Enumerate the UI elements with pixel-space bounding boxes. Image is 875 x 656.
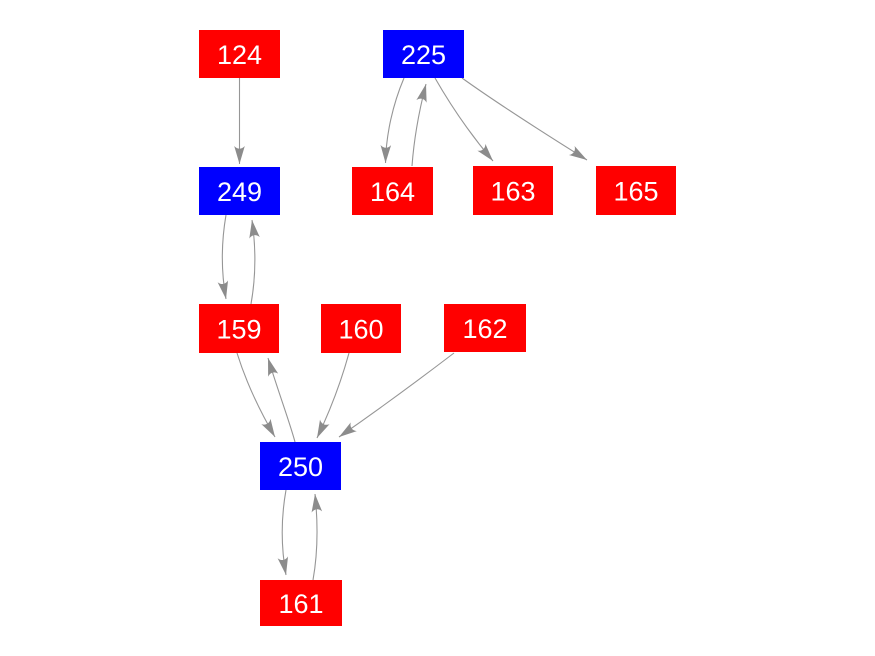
edge-225-to-163: [434, 77, 494, 162]
edge-161-to-250: [311, 493, 323, 581]
node-160[interactable]: 160: [321, 304, 401, 353]
edge-249-to-159: [217, 214, 229, 300]
node-162[interactable]: 162: [444, 304, 526, 352]
node-160-label: 160: [338, 315, 383, 345]
edge-160-to-250: [316, 352, 350, 439]
node-159[interactable]: 159: [199, 304, 279, 353]
node-160-box[interactable]: [321, 304, 401, 353]
node-163-box[interactable]: [473, 166, 553, 215]
node-164[interactable]: 164: [352, 167, 433, 215]
node-249-box[interactable]: [199, 167, 280, 215]
edge-164-to-225: [411, 83, 427, 167]
edge-250-to-159: [267, 357, 296, 443]
node-163-label: 163: [490, 177, 535, 207]
node-249-label: 249: [217, 177, 262, 207]
node-124-box[interactable]: [199, 30, 280, 78]
node-161-box[interactable]: [260, 580, 342, 626]
node-250-box[interactable]: [260, 442, 341, 490]
edge-159-to-250: [236, 352, 276, 438]
node-164-label: 164: [370, 177, 415, 207]
node-159-label: 159: [216, 315, 261, 345]
node-124[interactable]: 124: [199, 30, 280, 78]
edge-162-to-250: [338, 352, 455, 438]
node-161[interactable]: 161: [260, 580, 342, 626]
node-162-label: 162: [462, 314, 507, 344]
node-250-label: 250: [278, 452, 323, 482]
node-165-label: 165: [613, 177, 658, 207]
node-225[interactable]: 225: [383, 30, 464, 78]
node-162-box[interactable]: [444, 304, 526, 352]
node-165[interactable]: 165: [596, 166, 676, 215]
node-159-box[interactable]: [199, 304, 279, 353]
edges-layer: [217, 77, 588, 581]
node-225-label: 225: [401, 40, 446, 70]
node-249[interactable]: 249: [199, 167, 280, 215]
node-250[interactable]: 250: [260, 442, 341, 490]
edge-250-to-161: [277, 489, 289, 576]
edge-159-to-249: [249, 219, 260, 305]
node-124-label: 124: [217, 40, 262, 70]
edge-225-to-165: [461, 77, 588, 161]
node-165-box[interactable]: [596, 166, 676, 215]
node-163[interactable]: 163: [473, 166, 553, 215]
node-164-box[interactable]: [352, 167, 433, 215]
node-225-box[interactable]: [383, 30, 464, 78]
node-161-label: 161: [278, 589, 323, 619]
nodes-layer: 124 225 249 164 163 165 159 160 162 250 161: [199, 30, 676, 626]
edge-225-to-164: [380, 77, 405, 164]
